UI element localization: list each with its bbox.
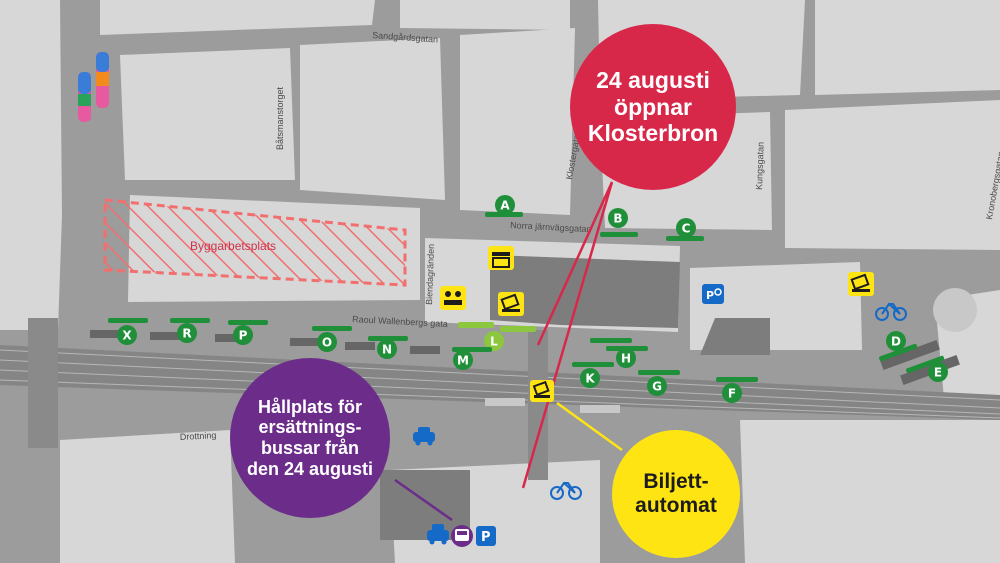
svg-text:P: P <box>481 530 491 545</box>
bicycle-parking-icon[interactable] <box>550 481 582 500</box>
bus-stop-m[interactable]: M <box>452 347 492 370</box>
bus-stop-e[interactable]: E <box>906 355 948 382</box>
bus-stop-d[interactable]: D <box>879 331 918 362</box>
bus-stop-h[interactable]: H <box>590 338 648 368</box>
bus-stop-k-letter: K <box>585 372 595 386</box>
callout-pointers <box>394 181 623 522</box>
street-label-norra-jarnvagsgatan: Norra järnvägsgatan <box>510 220 592 234</box>
ticket-machine-callout-text: Biljett- automat <box>635 469 717 517</box>
klosterbron-callout-text: 24 augusti öppnar Klosterbron <box>587 67 719 147</box>
ticket-machine-icon[interactable] <box>848 272 874 296</box>
train-icon <box>78 52 109 122</box>
bus-stop-h-letter: H <box>621 352 631 366</box>
service-icons: P <box>413 246 907 547</box>
bus-stop-m-letter: M <box>457 354 469 368</box>
replacement-bus-stop-callout: Hållplats för ersättnings- bussar från d… <box>230 358 390 518</box>
klosterbron-callout: 24 augusti öppnar Klosterbron <box>570 24 736 190</box>
bus-stop-x-letter: X <box>122 329 132 343</box>
street-label-sandgardsgatan: Sandgårdsgatan <box>372 30 439 45</box>
bus-stop-b[interactable]: B <box>600 208 638 237</box>
bus-stop-f[interactable]: F <box>716 377 758 403</box>
bus-stop-x[interactable]: X <box>108 318 148 345</box>
bus-stop-o-letter: O <box>322 336 332 350</box>
ticket-machine-callout: Biljett- automat <box>612 430 740 558</box>
taxi-icon[interactable] <box>427 524 449 545</box>
bus-stop-r-letter: R <box>182 327 191 341</box>
street-label-drottninggatan: Drottning <box>180 430 217 442</box>
bus-stop-f-letter: F <box>728 387 736 401</box>
street-label-kungsgatan: Kungsgatan <box>754 142 766 190</box>
svg-text:P: P <box>706 289 714 302</box>
bus-stop-l-letter: L <box>490 335 498 349</box>
bus-stop-k[interactable]: K <box>572 362 614 388</box>
taxi-icon[interactable] <box>413 427 435 446</box>
bus-stop-c-letter: C <box>682 222 691 236</box>
construction-area: Byggarbetsplats <box>103 198 407 287</box>
bus-stop-p-letter: P <box>239 329 248 343</box>
ticket-office-icon[interactable] <box>440 286 466 310</box>
bus-stop-c[interactable]: C <box>666 218 704 241</box>
bus-stop-a[interactable]: A <box>485 195 523 217</box>
ticket-machine-icon[interactable] <box>530 380 554 402</box>
platforms <box>28 318 960 480</box>
street-label-batsmanstorget: Båtsmanstorget <box>275 86 285 150</box>
bus-stop-e-letter: E <box>934 366 942 380</box>
street-label-biendagranden: Biendagränden <box>424 244 436 305</box>
railway-tracks <box>0 345 1000 420</box>
shop-icon[interactable] <box>488 246 514 270</box>
bus-stop-b-letter: B <box>613 212 622 226</box>
bus-stop-n-letter: N <box>382 343 392 357</box>
bus-stop-l[interactable]: L <box>458 322 536 351</box>
construction-label: Byggarbetsplats <box>190 239 276 253</box>
bus-stop-g-letter: G <box>652 380 662 394</box>
bus-stops: A B C D E F G <box>108 195 948 403</box>
bus-icon[interactable] <box>451 525 473 547</box>
accessible-parking-icon[interactable]: P <box>702 284 724 304</box>
bus-stop-o[interactable]: O <box>312 326 352 352</box>
station-buildings <box>380 255 977 540</box>
bus-stop-p[interactable]: P <box>228 320 268 345</box>
bus-stop-g[interactable]: G <box>638 370 680 396</box>
ticket-machine-icon[interactable] <box>498 292 524 316</box>
bus-stop-a-letter: A <box>500 199 510 213</box>
bus-stop-n[interactable]: N <box>368 336 408 359</box>
replacement-bus-stop-callout-text: Hållplats för ersättnings- bussar från d… <box>246 396 374 479</box>
bus-stop-r[interactable]: R <box>170 318 210 343</box>
parking-icon[interactable]: P <box>476 526 496 546</box>
bus-stop-d-letter: D <box>891 335 901 349</box>
bicycle-parking-icon[interactable] <box>875 302 907 321</box>
